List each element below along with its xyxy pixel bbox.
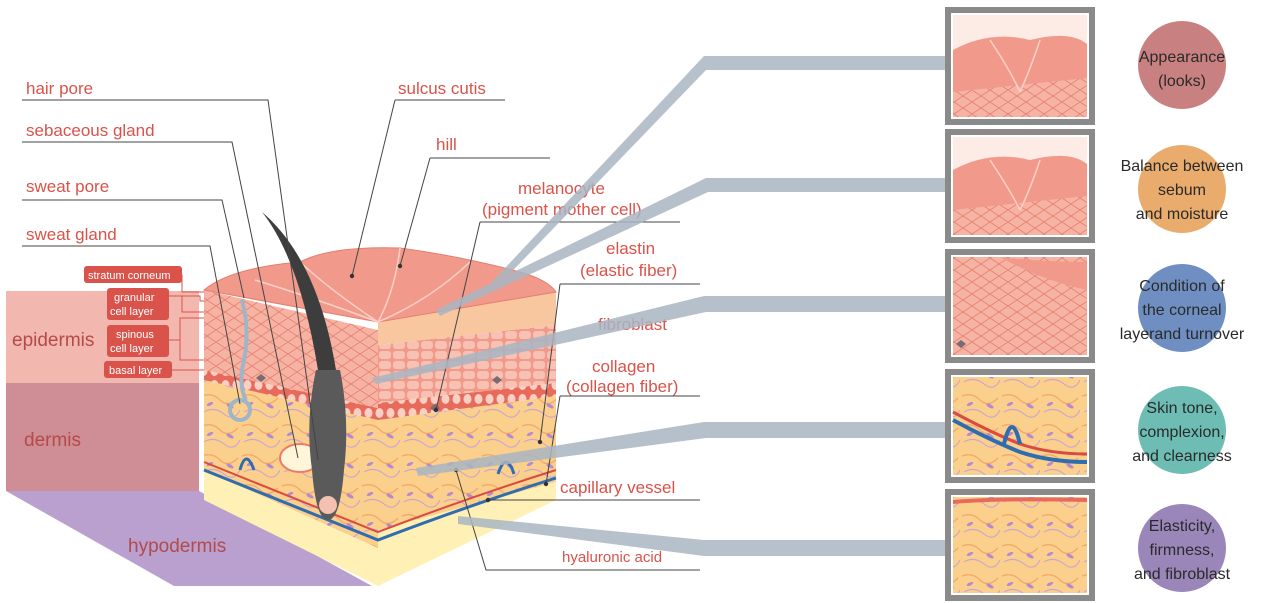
- aspect-5-line-1: Elasticity,: [1149, 518, 1215, 535]
- label-collagen-fiber: (collagen fiber): [566, 377, 678, 396]
- tag-granular-1: granular: [114, 292, 155, 304]
- epidermis-label: epidermis: [12, 330, 94, 351]
- label-collagen: collagen: [592, 357, 655, 376]
- aspect-1-line-2: (looks): [1158, 73, 1206, 90]
- aspect-2-line-2: sebum: [1158, 182, 1206, 199]
- aspect-2-line-1: Balance between: [1121, 158, 1244, 175]
- hypodermis-label: hypodermis: [128, 536, 226, 557]
- aspect-3-line-2: the corneal: [1142, 302, 1221, 319]
- aspect-4-line-1: Skin tone,: [1146, 400, 1217, 417]
- aspect-4-line-2: complexion,: [1139, 424, 1224, 441]
- dermis-label: dermis: [24, 430, 81, 451]
- hair-bulb: [319, 496, 337, 514]
- label-sulcus-cutis: sulcus cutis: [398, 79, 486, 98]
- tag-spinous-1: spinous: [116, 329, 154, 341]
- aspect-1-line-1: Appearance: [1139, 49, 1225, 66]
- aspect-4-line-3: and clearness: [1132, 448, 1232, 465]
- label-sweat-gland: sweat gland: [26, 225, 117, 244]
- label-hair-pore: hair pore: [26, 79, 93, 98]
- label-hyaluronic-acid: hyaluronic acid: [562, 549, 662, 566]
- tag-basal-layer: basal layer: [109, 365, 163, 377]
- aspect-5-line-2: firmness,: [1150, 542, 1215, 559]
- zoom-panels: [948, 10, 1092, 598]
- aspect-2-line-3: and moisture: [1136, 206, 1229, 223]
- label-capillary-vessel: capillary vessel: [560, 478, 675, 497]
- label-elastin: elastin: [606, 239, 655, 258]
- label-sebaceous-gland: sebaceous gland: [26, 121, 155, 140]
- label-hill: hill: [436, 135, 457, 154]
- aspect-5-line-3: and fibroblast: [1134, 566, 1231, 583]
- label-sweat-pore: sweat pore: [26, 177, 109, 196]
- aspect-3-line-1: Condition of: [1139, 278, 1225, 295]
- tag-stratum-corneum: stratum corneum: [88, 270, 171, 282]
- label-elastic-fiber: (elastic fiber): [580, 261, 677, 280]
- aspect-3-line-3: layerand turnover: [1120, 326, 1245, 343]
- tag-granular-2: cell layer: [110, 306, 154, 318]
- tag-spinous-2: cell layer: [110, 343, 154, 355]
